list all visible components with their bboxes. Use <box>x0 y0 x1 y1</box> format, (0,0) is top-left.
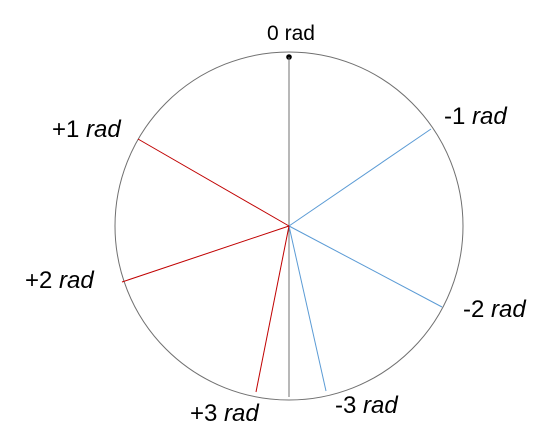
label-plus-2-unit: rad <box>59 267 94 294</box>
ray-plus-3-rad <box>255 225 290 393</box>
label-zero-unit: rad <box>285 22 315 45</box>
ray-minus-1-rad <box>288 128 432 227</box>
label-minus-2-unit: rad <box>491 296 526 323</box>
label-minus-3-unit: rad <box>363 392 398 419</box>
label-zero-number: 0 <box>267 22 279 45</box>
label-plus-2-rad: +2 rad <box>25 267 94 294</box>
label-minus-1-number: -1 <box>444 103 465 130</box>
label-minus-3-rad: -3 rad <box>335 392 398 419</box>
label-minus-3-number: -3 <box>335 392 356 419</box>
ray-plus-2-rad <box>121 225 290 283</box>
label-minus-2-rad: -2 rad <box>463 296 526 323</box>
label-zero-rad: 0 rad <box>267 22 315 45</box>
label-minus-1-rad: -1 rad <box>444 103 507 130</box>
label-plus-1-unit: rad <box>86 116 121 143</box>
label-plus-3-unit: rad <box>224 400 259 427</box>
unit-circle <box>114 51 464 401</box>
label-minus-2-number: -2 <box>463 296 484 323</box>
ray-minus-2-rad <box>288 225 443 308</box>
label-minus-1-unit: rad <box>472 103 507 130</box>
label-plus-2-number: +2 <box>25 267 52 294</box>
label-plus-1-rad: +1 rad <box>52 116 121 143</box>
ray-minus-3-rad <box>288 225 327 392</box>
label-plus-3-rad: +3 rad <box>190 400 259 427</box>
label-plus-1-number: +1 <box>52 116 79 143</box>
ray-plus-1-rad <box>137 138 290 227</box>
label-plus-3-number: +3 <box>190 400 217 427</box>
